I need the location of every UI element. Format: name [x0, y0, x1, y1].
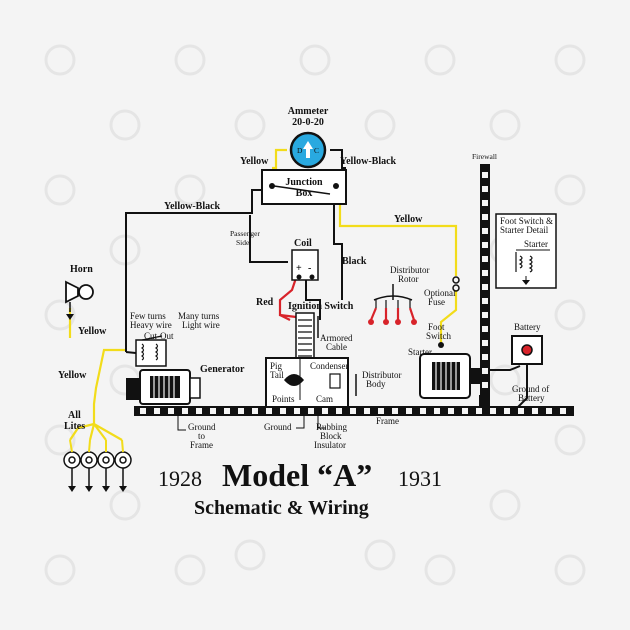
yellow-mid-label: Yellow	[394, 214, 423, 225]
generator-label: Generator	[200, 364, 245, 375]
ammeter-d-label: D	[297, 146, 303, 155]
all-lites-label-2: Lites	[64, 421, 85, 432]
foot-switch-detail	[495, 213, 557, 289]
ground-leads	[177, 416, 326, 431]
yellow-black-left-label: Yellow-Black	[164, 201, 221, 212]
yellow-wires	[68, 148, 458, 441]
wire-red-coil	[278, 277, 298, 319]
all-lites-label-1: All	[68, 410, 81, 421]
points-label: Points	[272, 394, 295, 404]
armored-label-1: Armored	[320, 333, 353, 343]
junction-label-1: Junction	[285, 177, 323, 188]
optional-fuse	[452, 276, 460, 292]
passenger-label-2: Side	[236, 238, 250, 247]
pig-label-1: Pig	[270, 361, 283, 371]
rubbing-label-2: Block	[320, 431, 342, 441]
optional-fuse-label-1: Optional	[424, 288, 456, 298]
wire-yellow-lites	[69, 348, 126, 441]
ammeter-c-label: C	[314, 146, 319, 155]
cam-label: Cam	[316, 394, 333, 404]
pig-label-2: Tail	[270, 370, 284, 380]
starter-label: Starter	[408, 347, 432, 357]
many-turns-label-1: Many turns	[178, 311, 220, 321]
cut-out-label: Cut-Out	[144, 331, 174, 341]
ammeter: D C	[289, 131, 327, 169]
watermark-pattern	[44, 44, 586, 586]
distributor-rotor	[368, 284, 417, 325]
coil-minus-label: -	[308, 263, 311, 274]
ammeter-scale-label: 20-0-20	[292, 117, 324, 128]
wire-yellow-ammeter	[272, 148, 287, 170]
distributor-body	[265, 357, 357, 409]
red-label: Red	[256, 297, 274, 308]
ammeter-label: Ammeter	[288, 106, 329, 117]
ground-of-battery-label-2: Battery	[518, 393, 545, 403]
title-year-end: 1931	[398, 466, 442, 491]
rubbing-label-3: Insulator	[314, 440, 346, 450]
ignition-switch-label: Ignition Switch	[288, 301, 354, 312]
distributor-body-label-1: Distributor	[362, 370, 402, 380]
armored-label-2: Cable	[326, 342, 347, 352]
wire-yellow-to-fuse	[338, 205, 458, 276]
coil-plus-label: +	[296, 263, 302, 274]
ground-of-battery-label-1: Ground of	[512, 384, 549, 394]
wire-black	[333, 204, 343, 300]
yellow-horn-label: Yellow	[78, 326, 107, 337]
title-year-start: 1928	[158, 466, 202, 491]
frame-rail	[134, 406, 574, 416]
ground-to-frame-label-3: Frame	[190, 440, 213, 450]
lamp-ground-arrows	[68, 486, 127, 492]
few-turns-label-2: Heavy wire	[130, 320, 172, 330]
passenger-label-1: Passenger	[230, 229, 260, 238]
firewall	[480, 164, 490, 410]
wire-yellow-fuse-to-switch	[439, 290, 458, 345]
title-subtitle: Schematic & Wiring	[194, 497, 369, 519]
cut-out	[135, 335, 167, 367]
detail-label-1: Foot Switch &	[500, 216, 553, 226]
wire-yellow-black-left	[125, 189, 262, 352]
coil-label: Coil	[294, 238, 312, 249]
junction-label-2: Box	[296, 188, 313, 199]
ignition-switch	[295, 312, 319, 362]
coil	[291, 249, 319, 281]
ground-to-frame-label-2: to	[198, 431, 206, 441]
starter-motor	[419, 342, 480, 399]
black-label: Black	[342, 256, 367, 267]
yellow-left-label: Yellow	[58, 370, 87, 381]
lamp-yellow-feeds	[69, 439, 124, 453]
yellow-black-top-label: Yellow-Black	[340, 156, 397, 167]
firewall-label: Firewall	[472, 152, 497, 161]
ground-label: Ground	[264, 422, 292, 432]
junction-box	[261, 169, 347, 205]
foot-switch-label-1: Foot	[428, 322, 445, 332]
title-model: Model “A”	[222, 457, 372, 493]
horn	[65, 280, 94, 320]
distributor-rotor-label-2: Rotor	[398, 274, 419, 284]
horn-label: Horn	[70, 264, 93, 275]
distributor-body-label-2: Body	[366, 379, 386, 389]
red-wires	[278, 277, 416, 321]
ground-to-frame-label-1: Ground	[188, 422, 216, 432]
optional-fuse-label-2: Fuse	[428, 297, 445, 307]
lamps	[63, 451, 132, 486]
many-turns-label-2: Light wire	[182, 320, 220, 330]
few-turns-label-1: Few turns	[130, 311, 166, 321]
condenser-label: Condenser	[310, 361, 349, 371]
detail-label-2: Starter Detail	[500, 225, 549, 235]
detail-starter-label: Starter	[524, 239, 548, 249]
battery-label: Battery	[514, 322, 541, 332]
battery	[511, 335, 543, 365]
generator	[126, 369, 201, 405]
frame-label: Frame	[376, 416, 399, 426]
yellow-top-label: Yellow	[240, 156, 269, 167]
foot-switch-label-2: Switch	[426, 331, 452, 341]
rubbing-label-1: Rubbing	[316, 422, 348, 432]
distributor-rotor-label-1: Distributor	[390, 265, 430, 275]
